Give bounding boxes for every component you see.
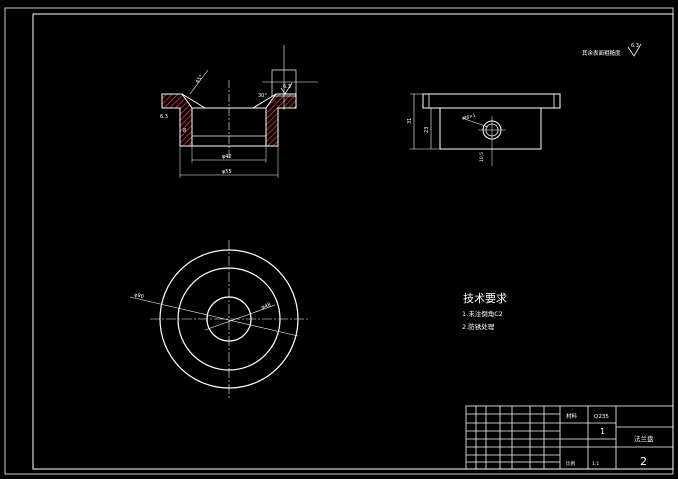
side-view: M8×1 10.5 31 23 [407,93,561,166]
side-body [439,107,542,150]
front-outer: φ55 [222,169,232,175]
side-hole: M8×1 [462,113,477,122]
right-flange-section [265,93,297,147]
tech-requirements: 技术要求 1.未注倒角C2 2.防锈处理 [462,292,507,331]
left-flange-section [161,93,193,147]
front-chamfer: 45° [195,74,205,85]
roughness-symbol [627,43,642,57]
side-height-outer: 31 [407,118,413,124]
tech-item-1: 1.未注倒角C2 [462,309,503,318]
top-dim-small-leader [204,304,276,331]
surface-note: 其余表面粗糙度 6.3 [582,43,642,57]
top-circle-outer [159,249,299,389]
tech-title: 技术要求 [463,292,507,305]
scale-value: 1:1 [592,461,599,467]
side-pos: 10.5 [479,152,485,162]
tech-item-2: 2.防锈处理 [462,322,495,331]
material-value: Q235 [594,414,609,420]
front-bore: φ42 [222,154,232,160]
outer-frame [4,7,674,475]
front-ra-left: 6.3 [160,114,168,120]
surface-note-text: 其余表面粗糙度 [582,49,621,57]
front-ra-right: 6.3 [283,84,291,90]
inner-frame [32,13,674,470]
top-dia-small: φ48 [261,302,272,311]
side-hole-leader [461,117,489,128]
qty-value: 1 [600,427,605,436]
side-flange [422,93,561,109]
top-dia-large: φ90 [134,292,145,300]
title-block-frame [465,405,674,470]
surface-roughness-value: 6.3 [631,43,639,49]
top-dim-large-leader [129,296,299,337]
front-angle: 30° [258,93,267,99]
side-height-inner: 23 [424,127,430,133]
sheet-no: 2 [640,455,647,468]
top-circle-inner [206,296,252,342]
front-ra-symbol-right [280,82,293,95]
top-view: φ90 φ48 [129,240,310,398]
chamfer-leader [189,69,209,95]
scale-label: 比例 [566,460,575,467]
title-block [465,405,674,470]
slope-left [181,93,206,109]
title-block-text: 材料 Q235 1 法兰盘 2 比例 1:1 [566,412,654,468]
front-section-view: 6.3 30° 45° 6.3 8 φ42 φ55 [160,45,318,178]
front-height: 8 [183,128,186,134]
part-name: 法兰盘 [634,434,654,443]
material-label: 材料 [566,412,578,420]
